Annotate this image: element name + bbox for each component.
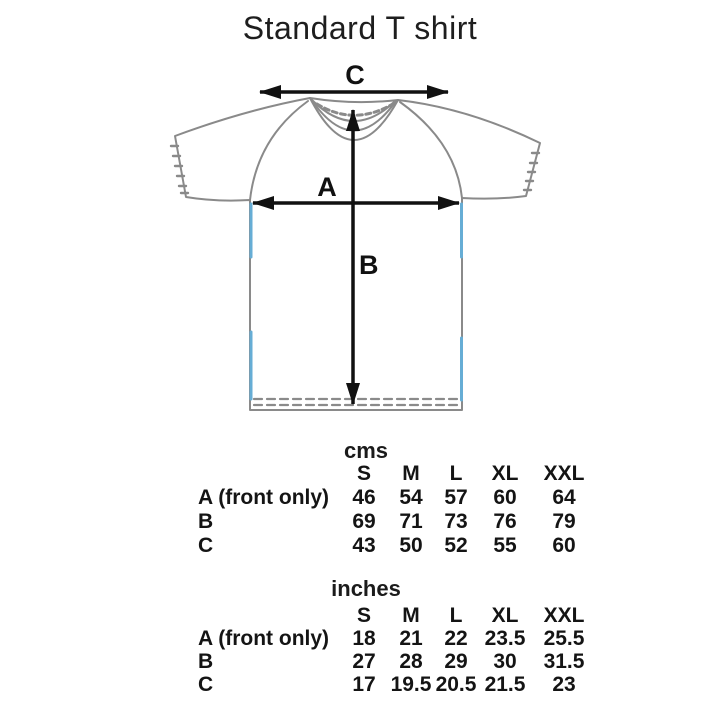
row-label: C: [198, 534, 214, 557]
unit-label-inches: inches: [331, 576, 401, 601]
value-cell: 23: [552, 673, 576, 696]
size-table-cms: S M L XL XXL A (front only) 46 54 57 60 …: [198, 462, 596, 558]
hem-stitch: [252, 397, 461, 407]
size-col-header: M: [402, 462, 420, 485]
dimension-label-a: A: [317, 172, 337, 202]
size-col-header: L: [449, 604, 463, 627]
value-cell: 43: [352, 534, 376, 557]
page-title: Standard T shirt: [242, 10, 478, 46]
value-cell: 54: [399, 486, 423, 509]
unit-label-cms: cms: [343, 438, 389, 463]
value-cell: 69: [352, 510, 376, 533]
value-cell: 30: [493, 650, 517, 673]
value-cell: 23.5: [484, 627, 526, 650]
value-cell: 27: [352, 650, 376, 673]
armhole-seam-left: [249, 100, 309, 201]
table-row: A (front only) 18 21 22 23.5 25.5: [198, 627, 596, 650]
value-cell: 29: [444, 650, 468, 673]
value-cell: 46: [352, 486, 376, 509]
side-seams: [249, 202, 463, 402]
value-cell: 52: [444, 534, 468, 557]
value-cell: 25.5: [543, 627, 585, 650]
measurement-arrows: [252, 85, 460, 405]
value-cell: 19.5: [390, 673, 432, 696]
size-col-header: L: [449, 462, 463, 485]
value-cell: 71: [399, 510, 423, 533]
value-cell: 21: [399, 627, 423, 650]
size-col-header: XXL: [543, 462, 585, 485]
value-cell: 60: [552, 534, 576, 557]
size-col-header: M: [402, 604, 420, 627]
value-cell: 79: [552, 510, 576, 533]
table-row: B 27 28 29 30 31.5: [198, 650, 596, 673]
dimension-label-c: C: [345, 60, 365, 90]
size-col-header: S: [356, 604, 371, 627]
value-cell: 31.5: [543, 650, 585, 673]
value-cell: 73: [444, 510, 468, 533]
value-cell: 17: [352, 673, 376, 696]
dimension-label-b: B: [359, 250, 379, 280]
size-header-row: S M L XL XXL: [198, 462, 596, 486]
value-cell: 28: [399, 650, 423, 673]
row-label: B: [198, 650, 214, 673]
value-cell: 55: [493, 534, 517, 557]
size-col-header: XL: [491, 604, 519, 627]
size-col-header: S: [356, 462, 371, 485]
row-label: C: [198, 673, 214, 696]
row-label: B: [198, 510, 214, 533]
table-row: C 43 50 52 55 60: [198, 534, 596, 558]
value-cell: 18: [352, 627, 376, 650]
empty-cell: [198, 604, 340, 627]
size-col-header: XXL: [543, 604, 585, 627]
cuff-stitch-left: [169, 144, 190, 195]
empty-cell: [198, 462, 340, 486]
table-row: C 17 19.5 20.5 21.5 23: [198, 673, 596, 696]
armhole-seam-right: [399, 101, 463, 199]
row-label: A (front only): [198, 486, 330, 509]
value-cell: 22: [444, 627, 468, 650]
tshirt-outline: [174, 97, 541, 411]
table-row: B 69 71 73 76 79: [198, 510, 596, 534]
value-cell: 20.5: [435, 673, 477, 696]
table-row: A (front only) 46 54 57 60 64: [198, 486, 596, 510]
size-table-inches: S M L XL XXL A (front only) 18 21 22 23.…: [198, 604, 596, 696]
value-cell: 64: [552, 486, 576, 509]
value-cell: 60: [493, 486, 517, 509]
value-cell: 50: [399, 534, 423, 557]
size-header-row: S M L XL XXL: [198, 604, 596, 627]
cuff-stitch-right: [522, 151, 541, 192]
row-label: A (front only): [198, 627, 330, 650]
value-cell: 21.5: [484, 673, 526, 696]
tshirt-diagram: C A B: [169, 60, 541, 411]
value-cell: 57: [444, 486, 468, 509]
tshirt-drawing: [169, 97, 541, 411]
dimension-labels: C A B: [317, 60, 378, 280]
value-cell: 76: [493, 510, 517, 533]
size-col-header: XL: [491, 462, 519, 485]
